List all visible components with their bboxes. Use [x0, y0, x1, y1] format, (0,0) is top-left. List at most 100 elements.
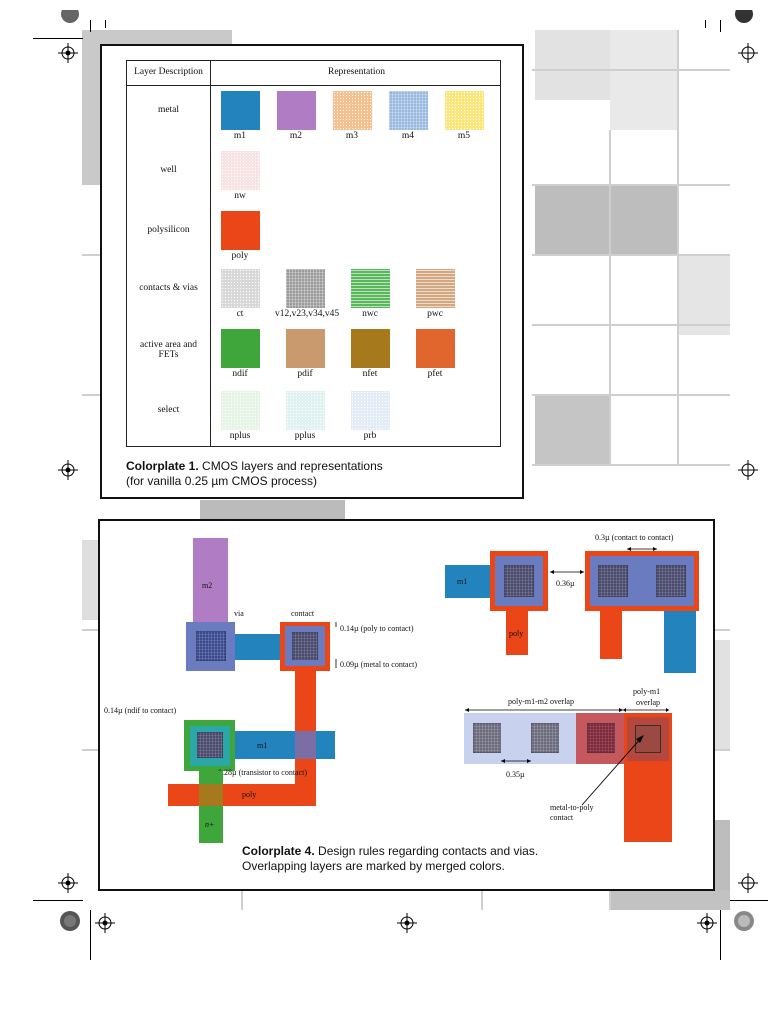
header-representation: Representation — [328, 67, 385, 77]
poly-leg-bottom — [624, 764, 672, 842]
metal-to-poly-label-1: metal-to-poly — [550, 803, 594, 812]
row-label: polysilicon — [147, 225, 190, 235]
contact-label: contact — [291, 609, 315, 618]
row-label: select — [157, 405, 180, 415]
crop-line — [105, 20, 106, 28]
swatch-nwc — [351, 269, 390, 308]
registration-target — [738, 873, 758, 893]
swatch-label: pplus — [294, 431, 316, 441]
swatch-pwc — [416, 269, 455, 308]
poly-right-label: poly — [509, 629, 524, 638]
poly-leg-left — [506, 611, 528, 655]
m1-horizontal-top — [235, 634, 285, 660]
crop-line — [33, 900, 83, 901]
background-grid-lines — [82, 30, 730, 910]
registration-target — [58, 873, 78, 893]
poly-m1-overlap-arrow — [623, 708, 669, 712]
bg-tile — [678, 255, 730, 335]
caption-title: Colorplate 1. — [126, 459, 199, 473]
spacing-035-label: 0.35µ — [506, 770, 525, 779]
swatch-poly — [221, 211, 260, 250]
swatch-prb — [351, 391, 390, 430]
m1-horizontal-bottom — [235, 731, 335, 759]
swatch-label: ct — [236, 309, 244, 319]
swatch-pdif — [286, 329, 325, 368]
swatch-m2 — [277, 91, 316, 130]
m2-label: m2 — [202, 581, 213, 590]
swatch-label: m4 — [401, 131, 415, 141]
poly-to-contact-label: 0.14µ (poly to contact) — [340, 624, 414, 633]
swatch-m4 — [389, 91, 428, 130]
poly-m1-overlap-label-1: poly-m1 — [633, 687, 661, 696]
swatch-label: m3 — [345, 131, 359, 141]
m1-right-label: m1 — [457, 577, 468, 586]
registration-target — [738, 43, 758, 63]
table-column-divider — [210, 61, 211, 446]
row-label: well — [160, 165, 177, 175]
registration-target — [738, 460, 758, 480]
swatch-label: m5 — [457, 131, 471, 141]
ndif-contact-square — [197, 732, 223, 758]
row-label: metal — [157, 105, 180, 115]
colorplate-4-panel: m2 via contact 0.14µ (poly to contact) 0… — [98, 519, 715, 891]
m1-right-arm — [445, 565, 493, 598]
swatch-label: ndif — [232, 369, 248, 379]
via-label: via — [234, 609, 244, 618]
row-label: active area and FETs — [140, 340, 197, 360]
bg-tile — [535, 395, 610, 465]
caption-line-4b: Overlapping layers are marked by merged … — [242, 859, 505, 873]
m2-strip — [193, 538, 228, 626]
color-bar-circle — [735, 10, 753, 23]
caption-title-4: Colorplate 4. — [242, 844, 315, 858]
bg-tile — [535, 30, 610, 100]
registration-target — [397, 913, 417, 933]
swatch-v12-v23-v34-v45 — [286, 269, 325, 308]
spacing-036-label: 0.36µ — [556, 579, 575, 588]
bg-tile — [610, 890, 730, 910]
swatch-nplus — [221, 391, 260, 430]
m1-left-label: m1 — [257, 741, 268, 750]
via-gray-a — [473, 723, 501, 753]
metal-to-poly-pointer — [581, 735, 644, 806]
swatch-nfet — [351, 329, 390, 368]
caption-line-1: CMOS layers and representations — [202, 459, 383, 473]
swatch-label: m1 — [233, 131, 247, 141]
crop-line — [90, 20, 91, 32]
contact-square-b — [656, 565, 686, 597]
contact-square-right — [504, 565, 534, 597]
bg-tile — [82, 540, 100, 620]
crop-line — [720, 910, 721, 960]
via-gray-b — [531, 723, 559, 753]
swatch-label: poly — [231, 251, 249, 261]
colorplate-1-caption: Colorplate 1. CMOS layers and representa… — [126, 459, 506, 489]
swatch-ct — [221, 269, 260, 308]
swatch-label: pfet — [427, 369, 443, 379]
swatch-label: v12,v23,v34,v45 — [275, 309, 340, 319]
bg-tile — [200, 500, 345, 520]
swatch-pfet — [416, 329, 455, 368]
color-bar-circle — [734, 911, 754, 931]
registration-target — [697, 913, 717, 933]
contact-to-contact-arrow — [627, 547, 657, 551]
poly-leg-right-a — [600, 611, 622, 659]
swatch-label: nwc — [362, 309, 378, 319]
n-plus-strip — [199, 771, 223, 843]
caption-line-2: (for vanilla 0.25 µm CMOS process) — [126, 474, 317, 488]
ndif-to-contact-label: 0.14µ (ndif to contact) — [104, 706, 177, 715]
spacing-035-arrow — [501, 759, 531, 763]
swatch-label: pwc — [427, 309, 443, 319]
poly-m1-overlap-label-2: overlap — [636, 698, 660, 707]
swatch-label: nplus — [229, 431, 251, 441]
table-header-divider — [127, 85, 500, 86]
m1-leg-right — [664, 611, 696, 673]
caption-line-4a: Design rules regarding contacts and vias… — [318, 844, 539, 858]
poly-left-label: poly — [242, 790, 257, 799]
transistor-to-contact-label: 0.28µ (transistor to contact) — [218, 768, 308, 777]
poly-m1-m2-overlap-arrow — [465, 708, 623, 712]
registration-target — [58, 460, 78, 480]
swatch-pplus — [286, 391, 325, 430]
row-label: contacts & vias — [139, 283, 198, 293]
swatch-label: nfet — [362, 369, 378, 379]
